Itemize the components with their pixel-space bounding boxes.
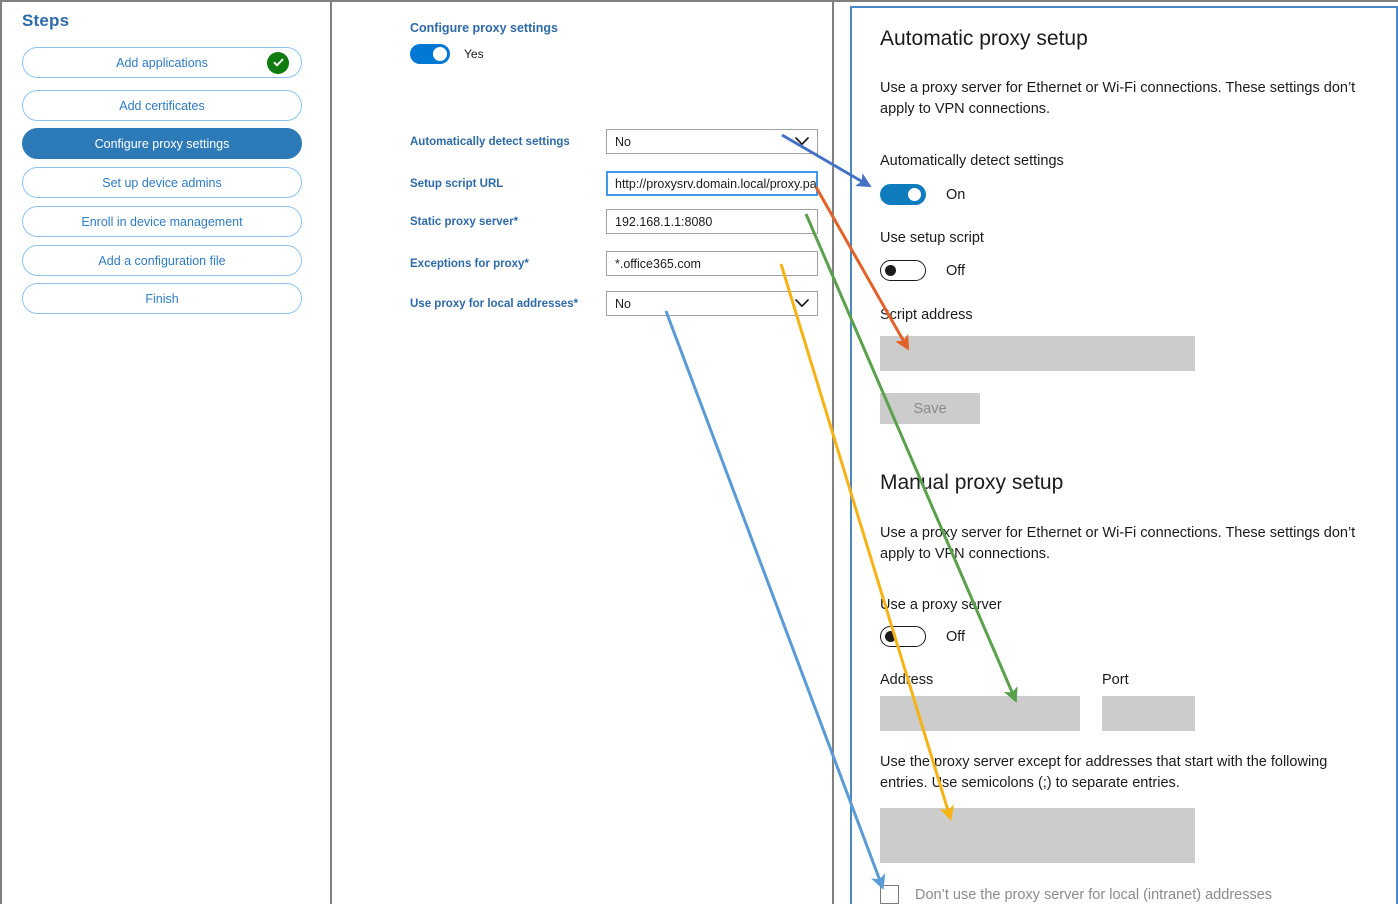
manual-proxy-setup-heading: Manual proxy setup <box>880 471 1064 494</box>
field-row-use-proxy-for-local-addresses: Use proxy for local addresses* No <box>410 291 820 317</box>
script-address-label: Script address <box>880 307 973 323</box>
bypass-local-addresses-row: Don’t use the proxy server for local (in… <box>880 885 1272 904</box>
use-setup-script-toggle-row: Off <box>880 260 965 281</box>
toggle-state-label: Off <box>946 262 966 279</box>
chevron-down-icon <box>795 297 809 311</box>
step-label: Set up device admins <box>102 175 222 190</box>
field-value: http://proxysrv.domain.local/proxy.pa <box>615 176 817 191</box>
port-input[interactable] <box>1102 696 1195 731</box>
bypass-local-addresses-checkbox[interactable] <box>880 885 899 904</box>
save-button-label: Save <box>913 400 947 417</box>
field-row-automatically-detect-settings: Automatically detect settings No <box>410 129 820 155</box>
script-address-input[interactable] <box>880 336 1195 371</box>
configure-proxy-toggle-label: Yes <box>464 47 484 61</box>
form-heading: Configure proxy settings <box>410 21 558 35</box>
use-setup-script-label: Use setup script <box>880 230 984 246</box>
field-value: *.office365.com <box>615 256 701 271</box>
field-label: Automatically detect settings <box>410 136 570 148</box>
address-input[interactable] <box>880 696 1080 731</box>
proxy-form-column: Configure proxy settings Yes Automatical… <box>334 2 834 904</box>
automatically-detect-settings-toggle-row: On <box>880 184 965 205</box>
field-label: Setup script URL <box>410 178 504 190</box>
field-value: No <box>615 296 631 311</box>
toggle-state-label: On <box>946 186 966 203</box>
automatically-detect-settings-label: Automatically detect settings <box>880 153 1064 169</box>
check-circle-icon <box>267 51 289 74</box>
bypass-local-addresses-label: Don’t use the proxy server for local (in… <box>915 886 1273 903</box>
field-label: Use proxy for local addresses* <box>410 298 579 310</box>
step-item-add-a-configuration-file[interactable]: Add a configuration file <box>22 245 302 276</box>
step-label: Add applications <box>116 55 208 70</box>
manual-proxy-setup-description: Use a proxy server for Ethernet or Wi-Fi… <box>880 525 1356 562</box>
use-setup-script-toggle[interactable] <box>880 260 926 281</box>
automatic-proxy-setup-description: Use a proxy server for Ethernet or Wi-Fi… <box>880 80 1356 117</box>
toggle-state-label: Off <box>946 628 966 645</box>
use-a-proxy-server-label: Use a proxy server <box>880 597 1002 613</box>
automatic-proxy-setup-heading: Automatic proxy setup <box>880 27 1088 50</box>
required-marker: * <box>573 298 579 310</box>
windows-proxy-settings-panel: Automatic proxy setup Use a proxy server… <box>850 6 1398 904</box>
step-item-finish[interactable]: Finish <box>22 283 302 314</box>
address-label: Address <box>880 672 934 688</box>
use-a-proxy-server-toggle-row: Off <box>880 626 965 647</box>
chevron-down-icon <box>795 135 809 149</box>
exceptions-for-proxy-input[interactable]: *.office365.com <box>606 251 818 276</box>
step-label: Finish <box>145 291 179 306</box>
step-item-configure-proxy-settings[interactable]: Configure proxy settings <box>22 128 302 159</box>
step-item-add-applications[interactable]: Add applications <box>22 47 302 78</box>
port-label: Port <box>1102 672 1129 688</box>
step-label: Add a configuration file <box>98 253 226 268</box>
use-a-proxy-server-toggle[interactable] <box>880 626 926 647</box>
step-item-add-certificates[interactable]: Add certificates <box>22 90 302 121</box>
required-marker: * <box>524 258 529 270</box>
exceptions-input[interactable] <box>880 808 1195 863</box>
step-item-set-up-device-admins[interactable]: Set up device admins <box>22 167 302 198</box>
automatically-detect-settings-select[interactable]: No <box>606 129 818 154</box>
steps-title: Steps <box>22 11 70 30</box>
field-row-setup-script-url: Setup script URL http://proxysrv.domain.… <box>410 171 820 197</box>
steps-panel: Steps Add applications Add certificates … <box>2 2 332 904</box>
field-label: Exceptions for proxy* <box>410 258 529 270</box>
automatically-detect-settings-toggle[interactable] <box>880 184 926 205</box>
field-row-exceptions-for-proxy: Exceptions for proxy* *.office365.com <box>410 251 820 277</box>
static-proxy-server-input[interactable]: 192.168.1.1:8080 <box>606 209 818 234</box>
field-label: Static proxy server* <box>410 216 519 228</box>
field-value: 192.168.1.1:8080 <box>615 214 713 229</box>
step-label: Add certificates <box>119 98 205 113</box>
use-proxy-for-local-addresses-select[interactable]: No <box>606 291 818 316</box>
setup-script-url-input[interactable]: http://proxysrv.domain.local/proxy.pa <box>606 171 818 196</box>
field-row-static-proxy-server: Static proxy server* 192.168.1.1:8080 <box>410 209 820 235</box>
step-label: Enroll in device management <box>81 214 243 229</box>
configure-proxy-toggle-row: Yes <box>410 44 484 64</box>
field-value: No <box>615 134 631 149</box>
exceptions-description: Use the proxy server except for addresse… <box>880 754 1328 791</box>
configure-proxy-toggle[interactable] <box>410 44 450 64</box>
save-button[interactable]: Save <box>880 393 980 424</box>
step-item-enroll-in-device-management[interactable]: Enroll in device management <box>22 206 302 237</box>
required-marker: * <box>513 216 519 228</box>
step-label: Configure proxy settings <box>94 136 230 151</box>
